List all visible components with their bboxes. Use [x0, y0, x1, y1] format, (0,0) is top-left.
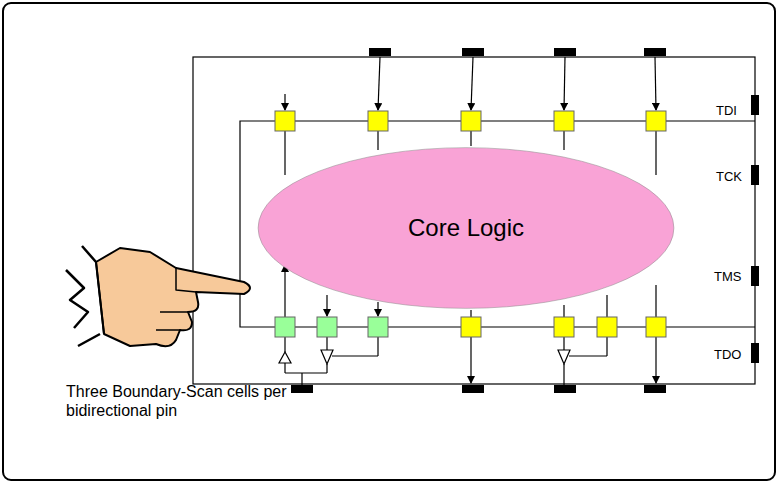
pin-name: TCK	[716, 169, 742, 185]
frame	[3, 3, 775, 480]
pin-name: TDO	[714, 347, 741, 363]
chip-outline	[193, 57, 755, 384]
pin-name: TDI	[716, 103, 737, 119]
scan-chain	[240, 121, 755, 327]
pointing-hand	[66, 246, 250, 346]
tristate-buffers	[279, 350, 570, 364]
pin-name: TMS	[714, 269, 741, 285]
note: Three Boundary-Scan cells per bidirectio…	[66, 382, 316, 420]
node-label: Core Logic	[408, 214, 524, 242]
core-logic-ellipse: Core Logic	[256, 146, 676, 310]
